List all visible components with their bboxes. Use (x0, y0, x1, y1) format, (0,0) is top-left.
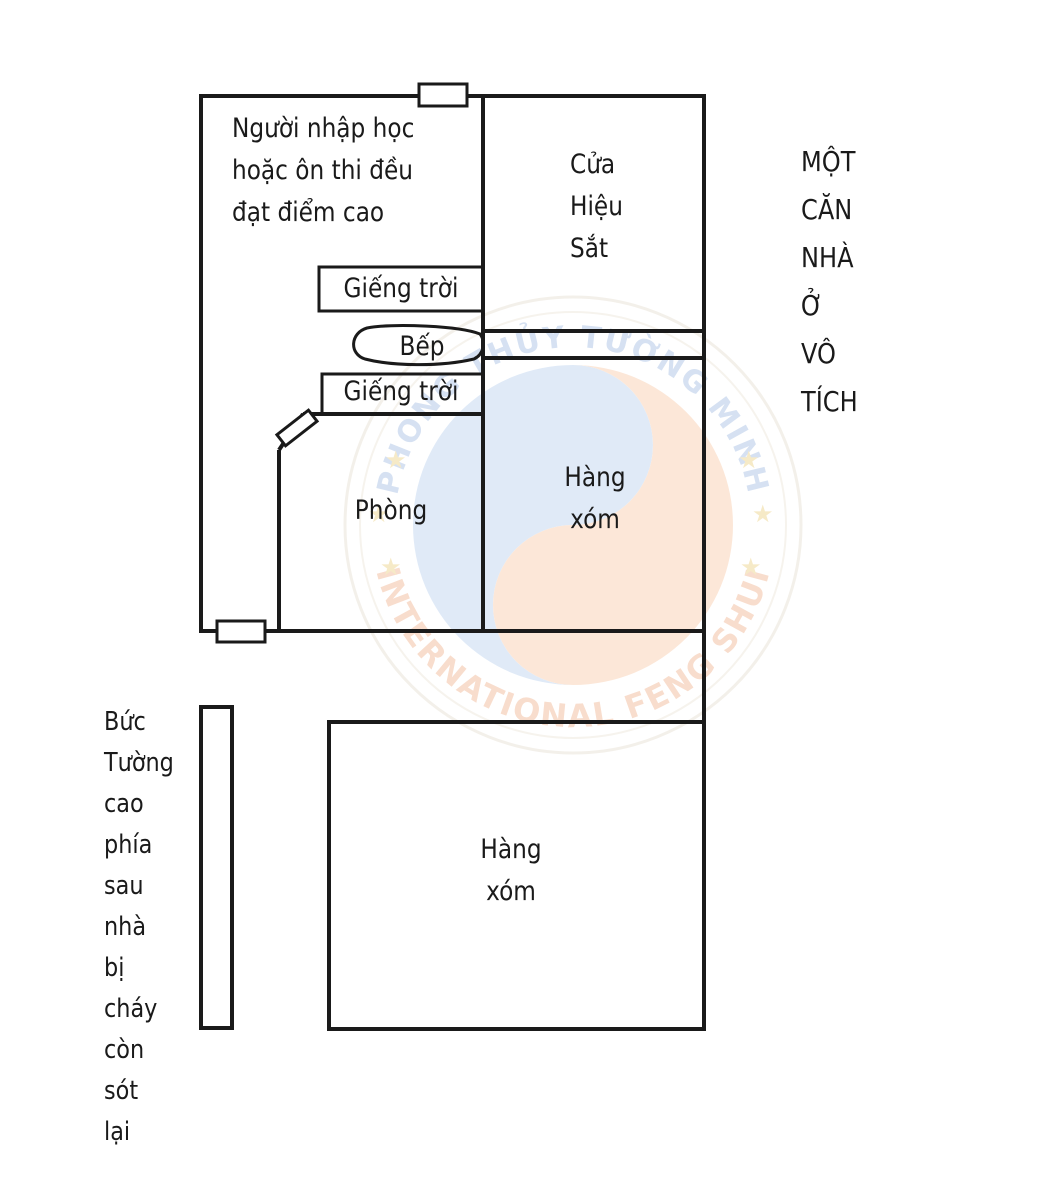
bottom-door-icon (215, 619, 267, 644)
room-label: Phòng (354, 495, 428, 526)
skylight-bottom-label: Giếng trời (343, 376, 459, 407)
diagram-title: MỘT CĂN NHÀ Ở VÔ TÍCH (801, 145, 858, 418)
watermark-star-icon: ★ (368, 501, 390, 528)
neighbor-lower-label: Hàng xóm (480, 834, 542, 907)
skylight-top-label: Giếng trời (343, 273, 459, 304)
watermark-star-icon: ★ (738, 447, 760, 474)
watermark-star-icon: ★ (385, 447, 407, 474)
floor-plan (199, 82, 706, 1031)
neighbor-upper-label: Hàng xóm (564, 462, 626, 535)
watermark-orange-swirl (493, 365, 733, 685)
kitchen-shape (352, 324, 485, 367)
watermark-star-icon: ★ (380, 554, 402, 581)
watermark-blue-swirl (413, 365, 653, 685)
skylight-bottom (320, 372, 485, 416)
watermark-star-icon: ★ (740, 554, 762, 581)
main-area-note: Người nhập học hoặc ôn thi đều đạt điểm … (232, 113, 415, 228)
back-wall-note: Bức Tường cao phía sau nhà bị cháy còn s… (104, 707, 174, 1147)
neighbor-lower-outline (327, 720, 706, 1031)
top-door-icon (417, 82, 469, 108)
kitchen-label: Bếp (399, 331, 445, 362)
back-wall (199, 705, 234, 1030)
watermark-star-icon: ★ (752, 501, 774, 528)
hardware-store-label: Cửa Hiệu Sắt (570, 149, 623, 264)
room-door-icon (274, 408, 320, 448)
skylight-top (317, 265, 485, 313)
